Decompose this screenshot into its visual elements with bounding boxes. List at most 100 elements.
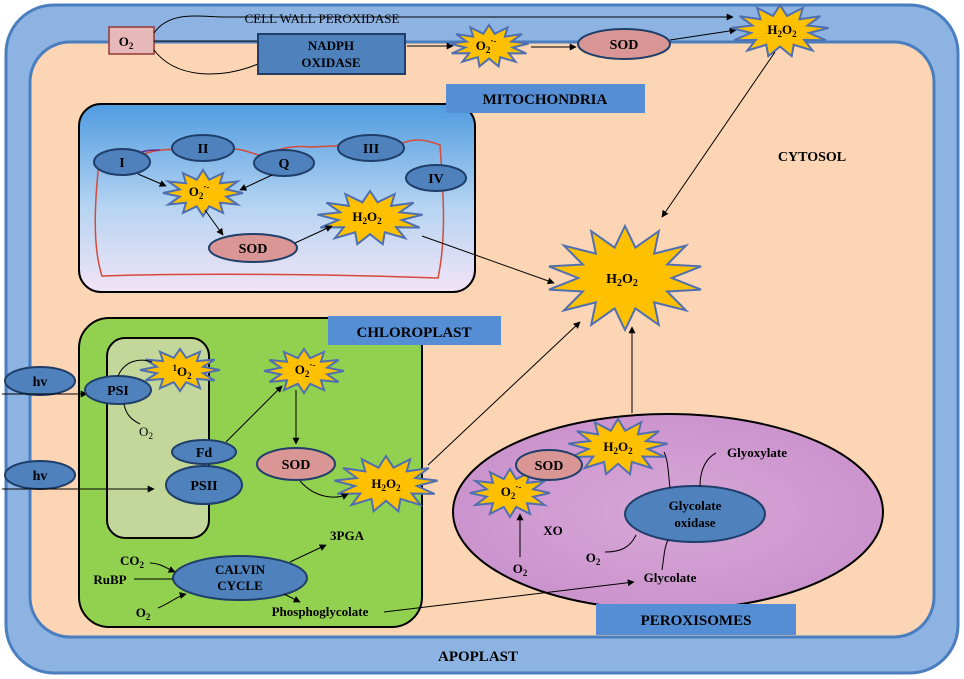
central-h2o2-star [548, 223, 702, 333]
co2-label: CO2 [120, 553, 145, 570]
mito-h2o2-to-central-arrow [421, 235, 555, 285]
fd-label: Fd [196, 446, 213, 461]
psi-o2-label: O2 [139, 424, 153, 441]
calvin-to-3pga-arrow [289, 544, 327, 563]
perox-h2o2-label: H2O2 [603, 439, 633, 456]
apoplast-label: APOPLAST [438, 649, 518, 665]
glycolate-oxidase [624, 485, 766, 543]
nadph-oxidase-box [257, 33, 406, 75]
complex-iii-label: III [363, 142, 379, 157]
top-superoxide-label: O2·- [476, 36, 497, 55]
chloro-superoxide-label: O2·- [295, 360, 316, 379]
co2-to-calvin-arrow [149, 562, 176, 573]
mitochondria-label-box [446, 84, 645, 113]
mito-superoxide-star [162, 168, 244, 218]
ubiquinone-label: Q [279, 157, 290, 172]
psii [165, 465, 243, 505]
cytosol-label: CYTOSOL [778, 150, 846, 165]
phosphoglycolate-to-glycolate-arrow [383, 579, 635, 613]
q-to-superoxide-arrow [239, 174, 273, 191]
singlet-oxygen-label: 1O2 [172, 363, 192, 381]
cell-wall-peroxidase-arrow [153, 13, 734, 34]
top-sod-label: SOD [610, 38, 639, 53]
ubiquinone [253, 149, 315, 177]
psi-o2-curve [123, 403, 141, 425]
chloro-superoxide-star [263, 347, 345, 395]
mito-sod-to-h2o2-arrow [294, 225, 333, 244]
complex-iii [337, 134, 405, 162]
nadph-oxidase-line1: NADPH [308, 38, 354, 53]
perox-h2o2-star [568, 417, 668, 477]
chloro-sod-label: SOD [282, 458, 311, 473]
o2-to-nadph-curve [153, 49, 259, 75]
rubp-label: RuBP [93, 572, 126, 587]
mito-h2o2-star [317, 189, 423, 247]
mitochondria [78, 103, 476, 293]
mito-h2o2-label: H2O2 [352, 209, 382, 226]
chloro-o2b-label: O2 [136, 605, 151, 622]
oxidase-to-h2o2-curve [663, 451, 671, 489]
xo-label: XO [543, 523, 563, 538]
calvin-cycle [172, 555, 308, 601]
perox-sod [515, 449, 583, 481]
top-superoxide-star [449, 23, 529, 69]
hv-1-label: hv [33, 375, 48, 390]
complex-i-to-superoxide-arrow [137, 173, 167, 187]
calvin-cycle-line2: CYCLE [217, 578, 263, 593]
chloro-sod-to-h2o2-arrow [299, 480, 349, 500]
phosphoglycolate-label: Phosphoglycolate [272, 604, 369, 619]
complex-iv [405, 164, 467, 192]
chloroplast-label-box [328, 316, 501, 345]
mito-superoxide-label: O2·- [189, 182, 210, 201]
apoplast-o2: O2 [119, 34, 134, 51]
o2-to-calvin-arrow [157, 592, 187, 609]
hv-2-label: hv [33, 469, 48, 484]
oxidase-to-glyoxylate-curve [699, 452, 717, 487]
psi-to-singlet-curve [117, 359, 153, 377]
chloroplast-label: CHLOROPLAST [356, 325, 471, 341]
perox-superoxide-star [469, 467, 551, 519]
glycolate-oxidase-line2: oxidase [674, 515, 715, 530]
mito-superoxide-to-sod-arrow [204, 209, 224, 236]
fd-to-superoxide-arrow [225, 385, 283, 443]
complex-ii [171, 134, 235, 162]
perox-sod-label: SOD [535, 459, 564, 474]
chloro-h2o2-label: H2O2 [371, 476, 401, 493]
chloro-h2o2-to-central-arrow [427, 321, 581, 466]
mito-sod [208, 233, 298, 263]
complex-i [93, 148, 151, 176]
top-sod [577, 28, 671, 60]
mito-sod-label: SOD [239, 242, 268, 257]
3pga-label: 3PGA [330, 528, 365, 543]
perox-o2b-label: O2 [586, 550, 601, 567]
peroxisomes-label: PEROXISOMES [641, 613, 752, 629]
calvin-cycle-line1: CALVIN [215, 562, 266, 577]
o2-to-oxidase-curve [604, 534, 637, 553]
chloro-h2o2-star [334, 454, 438, 514]
sod-to-h2o2-arrow [669, 27, 737, 41]
perox-superoxide-label: O2·- [501, 482, 522, 501]
top-h2o2-label: H2O2 [767, 22, 797, 39]
hv-1 [4, 366, 76, 396]
nadph-oxidase-line2: OXIDASE [301, 55, 360, 70]
glyoxylate-label: Glyoxylate [727, 445, 787, 460]
fd [171, 439, 237, 465]
top-h2o2-star [731, 3, 829, 59]
mitochondria-label: MITOCHONDRIA [483, 92, 608, 108]
chloro-sod [256, 447, 336, 481]
complex-ii-label: II [198, 142, 209, 157]
peroxisomes-label-box [596, 604, 796, 635]
complex-iv-label: IV [428, 172, 444, 187]
glycolate-to-oxidase-curve [661, 539, 669, 571]
calvin-to-phosphoglycolate-arrow [283, 593, 301, 603]
complex-i-label: I [119, 156, 124, 171]
central-h2o2-label: H2O2 [606, 272, 638, 289]
singlet-oxygen-star [139, 347, 221, 393]
cell-wall-peroxidase-label: CELL WALL PEROXIDASE [245, 11, 400, 26]
top-h2o2-to-central-arrow [661, 51, 776, 218]
psi-label: PSI [107, 384, 129, 399]
psii-label: PSII [190, 479, 217, 494]
perox-o2a-label: O2 [513, 561, 528, 578]
glycolate-label: Glycolate [644, 570, 697, 585]
